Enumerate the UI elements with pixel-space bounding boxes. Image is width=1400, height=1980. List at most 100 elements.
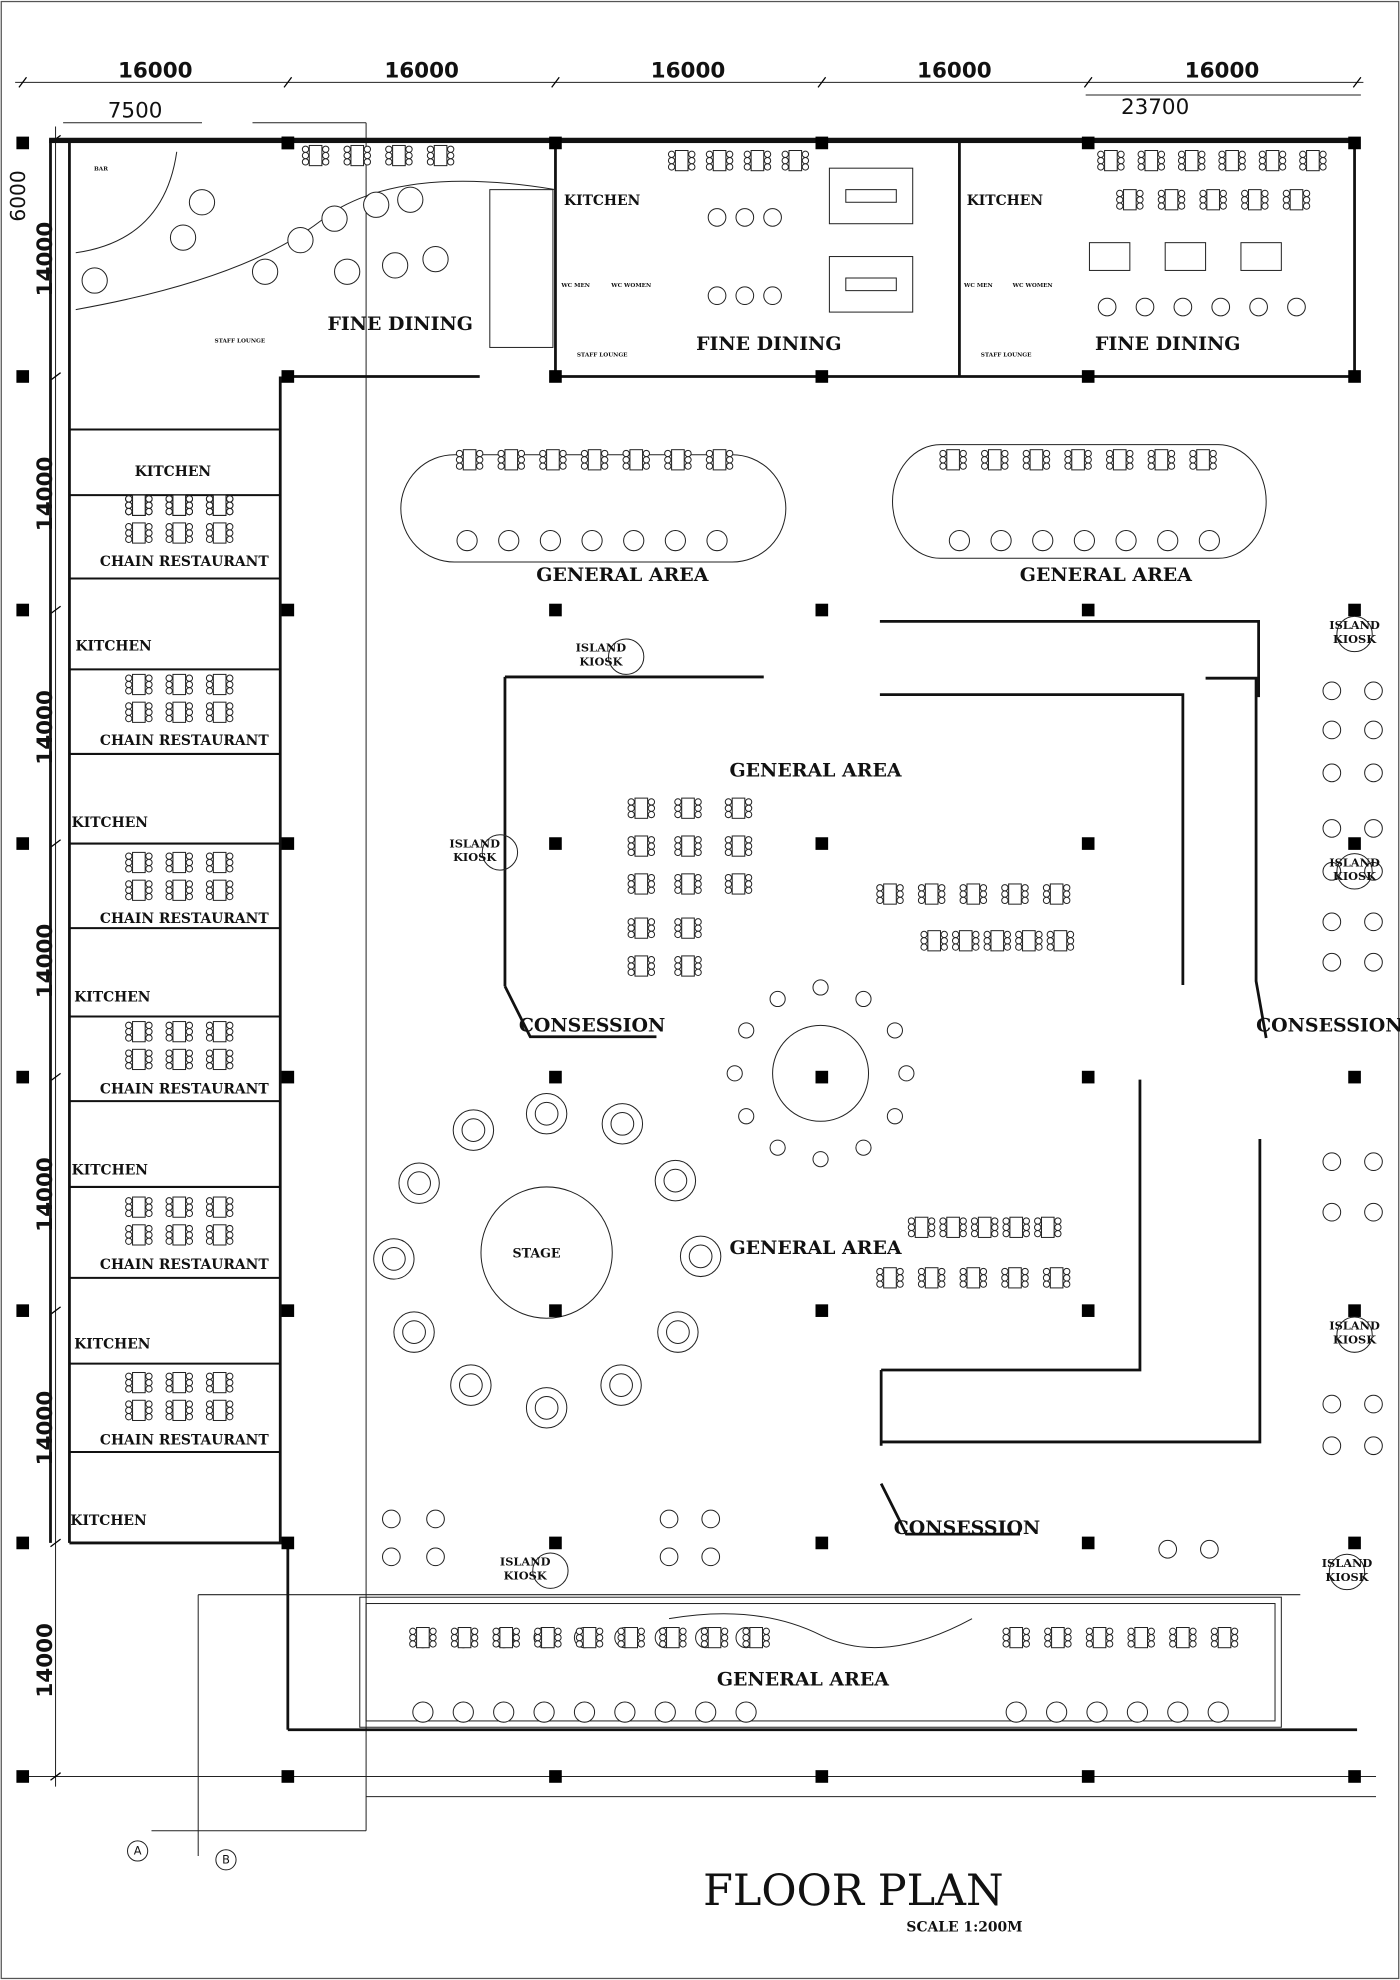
chair bbox=[575, 1627, 584, 1635]
chair bbox=[1261, 202, 1269, 210]
dining-table bbox=[172, 851, 187, 874]
chair bbox=[539, 456, 547, 464]
dining-table bbox=[629, 449, 644, 471]
building-walls bbox=[49, 137, 1359, 1732]
label-kitchen-top-1: KITCHEN bbox=[564, 193, 641, 209]
structural-column bbox=[281, 1304, 295, 1317]
chair bbox=[1230, 1633, 1239, 1642]
chair bbox=[205, 1413, 214, 1421]
label-bar: BAR bbox=[94, 167, 108, 173]
chair bbox=[226, 687, 234, 695]
chair bbox=[938, 890, 946, 898]
chair bbox=[226, 1203, 234, 1211]
chair bbox=[226, 1372, 234, 1380]
chair bbox=[724, 873, 733, 882]
chair bbox=[363, 158, 372, 166]
dining-table bbox=[1123, 189, 1137, 211]
chair bbox=[447, 158, 455, 166]
chair bbox=[1105, 1640, 1114, 1648]
chair bbox=[705, 449, 714, 458]
chair bbox=[647, 842, 656, 850]
chair bbox=[1063, 1267, 1071, 1276]
dining-table bbox=[499, 1627, 514, 1649]
chair bbox=[684, 462, 692, 470]
chair bbox=[1022, 1633, 1030, 1642]
chair bbox=[580, 449, 589, 458]
chair bbox=[674, 810, 682, 819]
chair bbox=[1177, 150, 1186, 158]
chair bbox=[1002, 1633, 1010, 1642]
chair bbox=[165, 892, 173, 901]
dining-table bbox=[927, 930, 941, 952]
chair bbox=[165, 1062, 173, 1070]
chair bbox=[1084, 449, 1092, 458]
chair bbox=[667, 163, 676, 171]
chair bbox=[1066, 937, 1075, 945]
chair bbox=[938, 1267, 946, 1276]
chair bbox=[165, 880, 173, 888]
chair bbox=[1167, 462, 1176, 470]
chair bbox=[185, 1400, 194, 1408]
dining-table bbox=[546, 449, 560, 471]
round-table bbox=[287, 227, 314, 254]
dimension-tick bbox=[283, 76, 293, 88]
chair bbox=[674, 924, 682, 932]
structural-column bbox=[1081, 1304, 1095, 1317]
chair bbox=[981, 462, 989, 470]
dimension-tick bbox=[50, 1072, 61, 1082]
chair bbox=[705, 150, 714, 158]
chair bbox=[165, 1055, 173, 1064]
chair bbox=[145, 1231, 153, 1239]
round-table bbox=[533, 1701, 555, 1723]
chair bbox=[205, 1203, 214, 1211]
chair bbox=[205, 1372, 214, 1380]
structural-column bbox=[1348, 136, 1361, 150]
dimension-tick bbox=[50, 1306, 61, 1315]
chair bbox=[125, 680, 133, 689]
chair bbox=[165, 858, 173, 867]
chair bbox=[991, 1217, 999, 1225]
chair bbox=[471, 1633, 479, 1642]
dining-table bbox=[1071, 449, 1085, 471]
structural-column bbox=[549, 1536, 562, 1550]
round-table bbox=[321, 205, 348, 232]
chair bbox=[429, 1640, 437, 1648]
dining-table bbox=[132, 494, 146, 516]
label-wc-men-1: WC MEN bbox=[560, 283, 590, 289]
chair bbox=[1189, 1633, 1197, 1642]
chair bbox=[642, 462, 651, 470]
chair bbox=[165, 865, 173, 873]
chair bbox=[1117, 156, 1125, 165]
dining-table bbox=[883, 1267, 897, 1289]
dimension-tick bbox=[50, 839, 61, 848]
round-table bbox=[573, 1701, 596, 1723]
chair bbox=[1126, 456, 1134, 464]
structural-column bbox=[1348, 1536, 1361, 1550]
chair bbox=[1302, 202, 1311, 210]
chair bbox=[226, 535, 234, 543]
chair bbox=[1282, 189, 1291, 198]
chair bbox=[165, 529, 173, 537]
chair bbox=[185, 1406, 194, 1415]
chair bbox=[497, 449, 505, 458]
label-general-area-1: GENERAL AREA bbox=[536, 564, 708, 586]
chair bbox=[145, 852, 153, 860]
chair bbox=[145, 714, 153, 723]
chair bbox=[205, 708, 214, 716]
chair bbox=[647, 924, 656, 932]
structural-column bbox=[16, 136, 30, 150]
round-table bbox=[1086, 1701, 1108, 1723]
chair bbox=[205, 1197, 214, 1205]
chair bbox=[1218, 156, 1226, 165]
dining-table bbox=[132, 1021, 146, 1043]
chair bbox=[1001, 462, 1009, 470]
chair bbox=[1258, 156, 1267, 165]
chair bbox=[939, 1223, 947, 1231]
chair bbox=[1299, 156, 1307, 165]
chair bbox=[972, 930, 980, 939]
chair bbox=[554, 1627, 562, 1635]
dining-table bbox=[172, 1372, 187, 1394]
dining-table bbox=[172, 1196, 187, 1218]
structural-column bbox=[1081, 603, 1095, 617]
chair bbox=[512, 1640, 520, 1648]
